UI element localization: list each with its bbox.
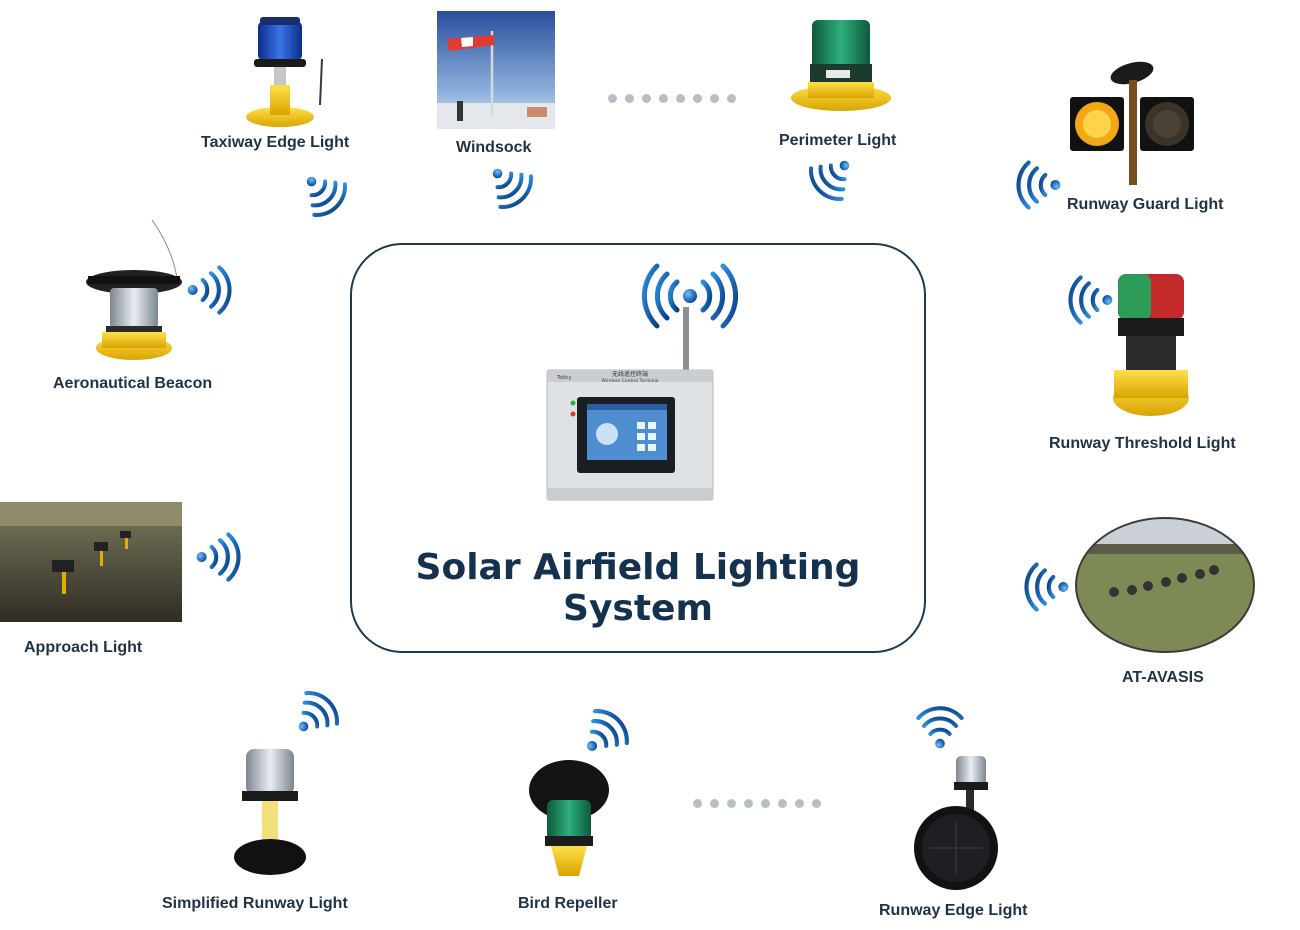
windsock-image (437, 11, 555, 129)
wireless-signal-icon (641, 263, 739, 329)
aeronautical-beacon-label: Aeronautical Beacon (53, 375, 213, 392)
perimeter-light-label: Perimeter Light (779, 132, 897, 149)
wireless-signal-icon (186, 265, 236, 315)
runway-edge-light-label: Runway Edge Light (879, 902, 1028, 919)
device-brand: Tokhy (556, 375, 571, 381)
bird-repeller-image (529, 760, 609, 876)
wireless-signal-icon (916, 706, 964, 750)
wireless-signal-icon (195, 532, 245, 582)
wireless-signal-icon (1012, 160, 1062, 210)
wireless-signal-icon (1020, 562, 1070, 612)
runway-edge-light-image (914, 756, 998, 890)
wireless-signal-icon (1064, 275, 1114, 325)
center-title: Solar Airfield Lighting System (415, 547, 861, 629)
bird-repeller-label: Bird Repeller (518, 895, 618, 912)
simplified-runway-light-image (234, 749, 306, 875)
wireless-signal-icon (798, 144, 866, 212)
wireless-control-terminal: Tokhy 无线遥控终端 Wireless Control Terminal (546, 307, 714, 501)
at-avasis-label: AT-AVASIS (1122, 669, 1204, 686)
perimeter-light-image (791, 20, 891, 111)
windsock-label: Windsock (456, 139, 532, 156)
wireless-signal-icon (476, 152, 544, 220)
more-dots-icon (608, 94, 736, 103)
at-avasis-image (1075, 517, 1255, 653)
runway-guard-light-image (1070, 61, 1194, 185)
device-caption-en: Wireless Control Terminal (602, 378, 659, 384)
center-content: Solar Airfield Lighting System (350, 243, 926, 653)
runway-guard-light-label: Runway Guard Light (1067, 196, 1224, 213)
runway-threshold-light-label: Runway Threshold Light (1049, 435, 1236, 452)
wireless-signal-icon (290, 160, 358, 228)
approach-light-label: Approach Light (24, 639, 143, 656)
simplified-runway-light-label: Simplified Runway Light (162, 895, 348, 912)
aeronautical-beacon-image (86, 219, 182, 360)
taxiway-edge-light-label: Taxiway Edge Light (201, 134, 350, 151)
runway-threshold-light-image (1113, 274, 1189, 416)
more-dots-icon (693, 799, 821, 808)
taxiway-edge-light-image (246, 17, 323, 127)
device-caption-cn: 无线遥控终端 (612, 370, 648, 378)
approach-light-image (0, 502, 182, 622)
wireless-signal-icon (282, 680, 350, 748)
